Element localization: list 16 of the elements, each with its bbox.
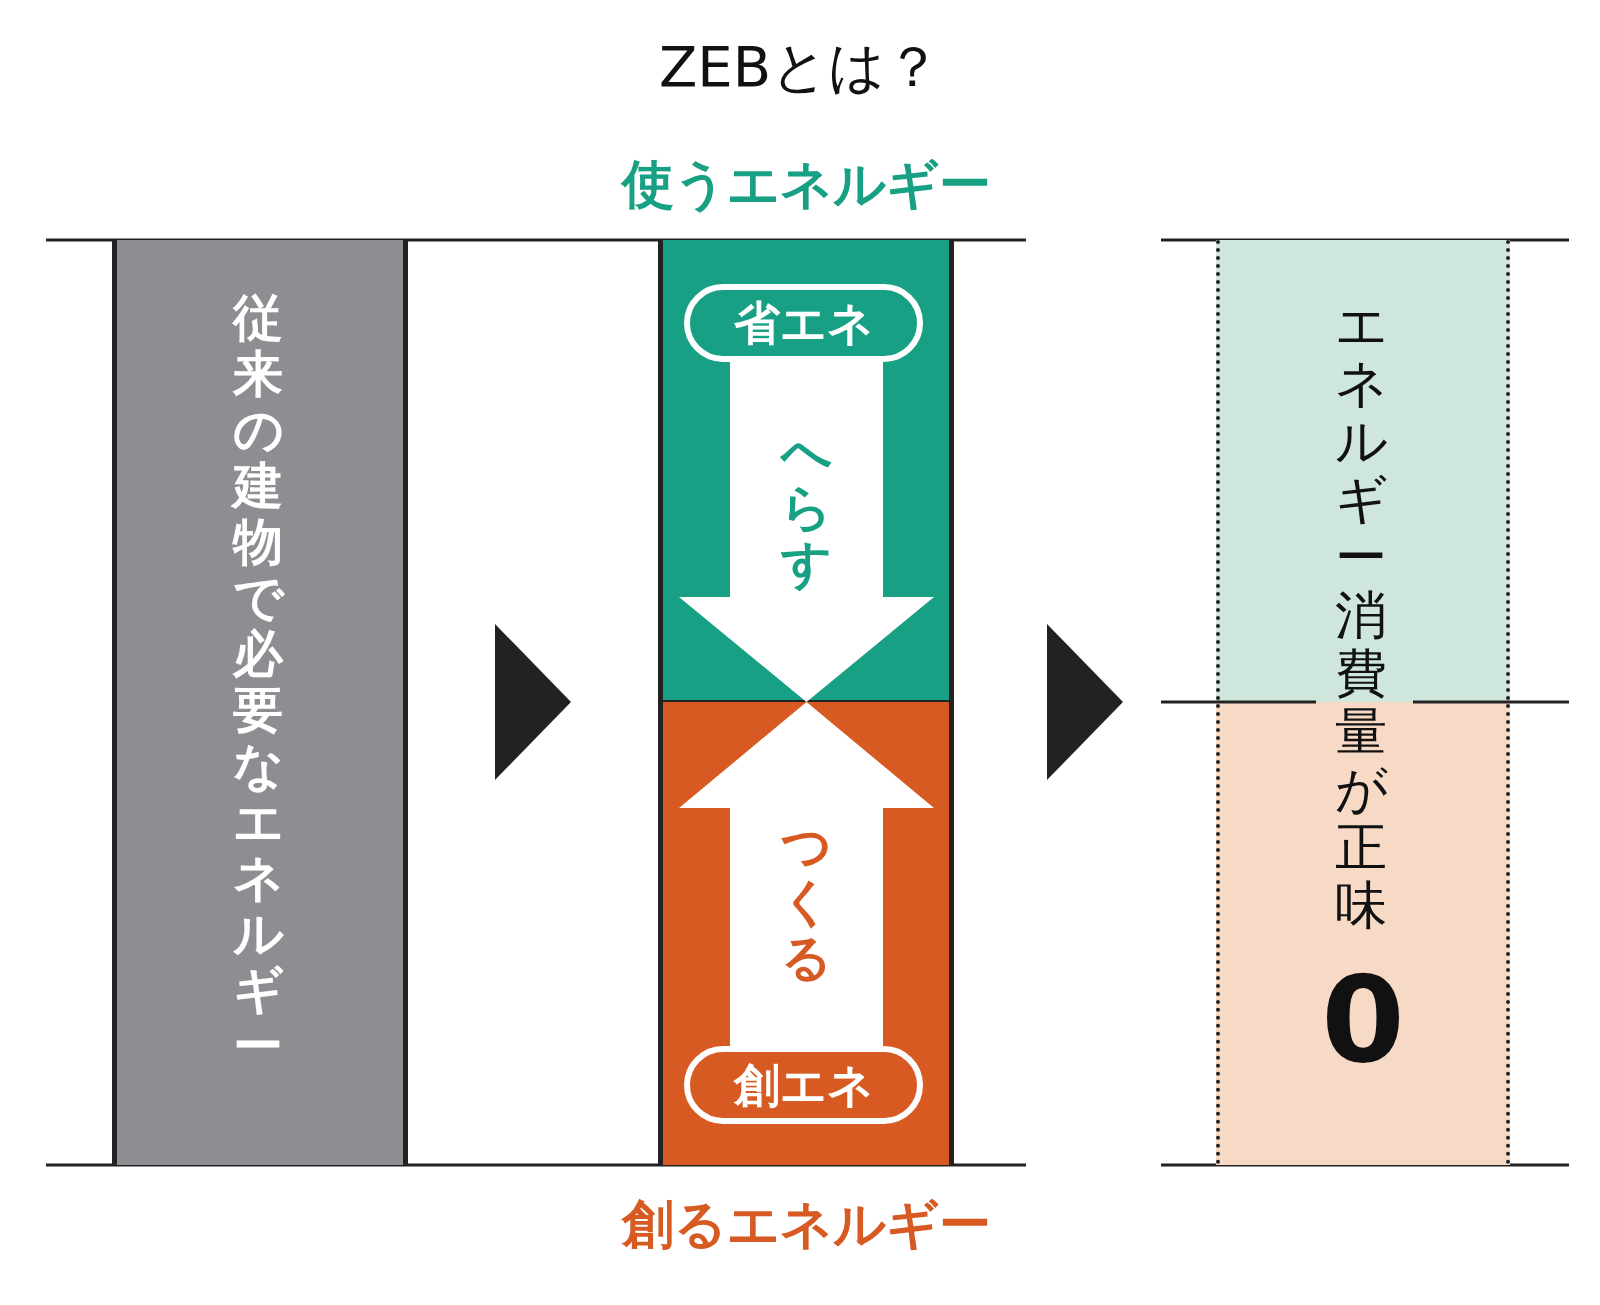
heading: 使うエネルギー [620,153,992,216]
up-arrow [679,702,934,1046]
edge-label: へらす [779,424,833,592]
down-arrow [679,362,934,702]
vertical-text: 従来の建物で必要なエネルギー [231,290,285,1074]
pill-text: 創エネ [732,1058,875,1112]
result-panel [1216,240,1510,1165]
chevron-arrow [1047,624,1123,780]
heading: 創るエネルギー [620,1193,992,1256]
title: ZEBとは？ [657,33,943,101]
chevron-arrow [495,624,571,780]
zero-value: 0 [1320,955,1406,1085]
edge-label: つくる [780,818,833,986]
vertical-text: エネルギー消費量が正味 [1333,296,1389,934]
pill-text: 省エネ [732,296,875,350]
building-bar [112,240,408,1165]
